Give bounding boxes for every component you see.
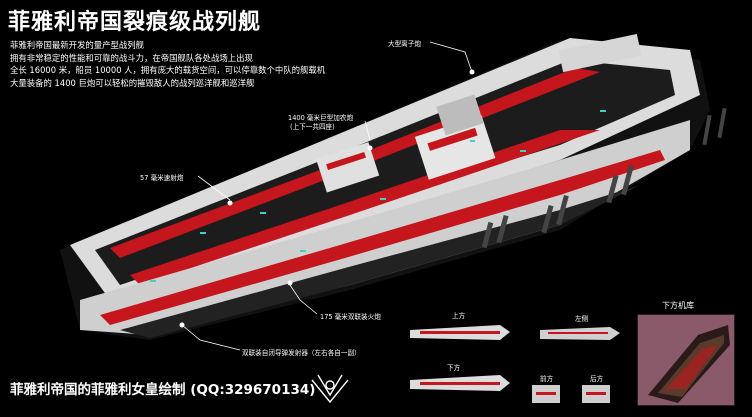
view-left — [540, 327, 620, 340]
turret-block-1-red — [427, 127, 478, 151]
view-label-bottom: 下方 — [447, 364, 461, 372]
view-label-rear: 后方 — [590, 375, 604, 383]
red-stripe-lower — [100, 150, 665, 325]
description-block: 菲雅利帝国最新开发的量产型战列舰 拥有非常稳定的性能和可靠的战斗力，在帝国舰队各… — [10, 39, 325, 89]
hull-lower-detail — [120, 185, 640, 338]
description-line: 菲雅利帝国最新开发的量产型战列舰 — [10, 40, 144, 50]
bridge-tower — [436, 94, 484, 136]
callout-ion-cannon: 大型离子炮 — [388, 40, 421, 48]
callout-twin-gun: 175 毫米双联装火炮 — [320, 313, 381, 321]
hull-fins — [481, 107, 727, 249]
view-label-top: 上方 — [452, 312, 466, 320]
view-label-hangar: 下方机库 — [662, 301, 694, 310]
turret-block-2-red — [326, 151, 367, 171]
view-top — [410, 325, 510, 340]
callout-dots — [179, 69, 475, 328]
hangar-view-image — [637, 314, 735, 406]
callout-rapid-gun: 57 毫米速射炮 — [140, 174, 184, 182]
description-line: 大量装备的 1400 巨炮可以轻松的摧毁敌人的战列巡洋舰和巡洋舰 — [10, 77, 255, 88]
emblem-icon — [311, 374, 349, 404]
view-label-front: 前方 — [540, 375, 554, 383]
page-title: 菲雅利帝国裂痕级战列舰 — [8, 10, 262, 35]
view-bottom — [410, 375, 510, 391]
callout-main-gun-note: (上下一共四座) — [290, 123, 335, 131]
view-front — [532, 385, 560, 403]
callout-leaders — [181, 41, 473, 351]
hangar-illustration — [648, 325, 730, 403]
hull-lights — [150, 110, 606, 282]
callout-main-gun: 1400 毫米巨型加农炮 — [288, 114, 354, 122]
description-line: 全长 16000 米，船员 10000 人，拥有庞大的载货空间，可以停靠数个中队… — [10, 65, 326, 75]
deck-band — [95, 60, 675, 285]
red-stripe-mid — [130, 130, 600, 285]
callout-missile: 双联装自闭导弹发射器（左右各自一副） — [242, 349, 361, 357]
description-line: 拥有非常稳定的性能和可靠的战斗力，在帝国舰队各处战场上出现 — [10, 52, 253, 63]
ion-cannon-block — [558, 33, 642, 73]
view-rear — [582, 385, 610, 403]
author-credit: 菲雅利帝国的菲雅利女皇绘制 (QQ:329670134) — [10, 382, 316, 398]
view-label-left: 左侧 — [575, 315, 589, 323]
